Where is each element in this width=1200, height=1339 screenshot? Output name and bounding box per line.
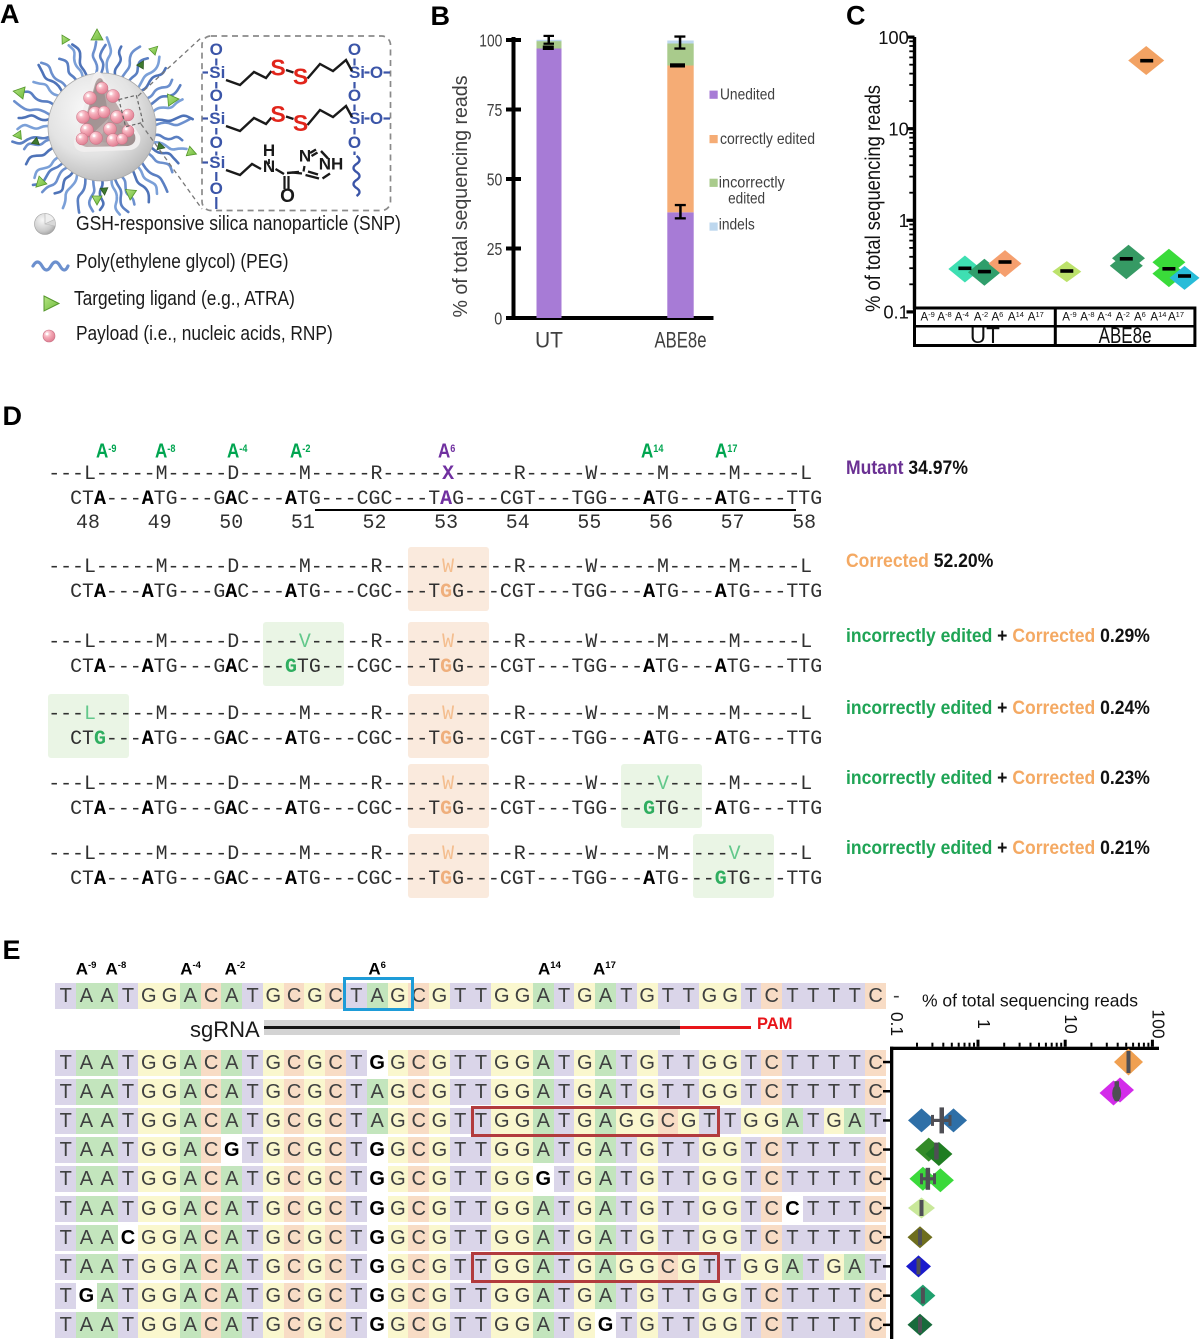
svg-text:O: O (280, 186, 295, 207)
svg-text:100: 100 (479, 31, 502, 51)
svg-text:S: S (293, 110, 308, 136)
svg-text:ABE8e: ABE8e (655, 328, 707, 353)
svg-text:C: C (846, 1, 866, 31)
svg-text:Si: Si (209, 109, 225, 128)
svg-text:O: O (348, 86, 361, 105)
svg-text:10: 10 (1061, 1014, 1081, 1034)
svg-text:A-9: A-9 (1062, 310, 1076, 324)
svg-text:A14: A14 (1150, 310, 1166, 324)
svg-text:Si: Si (349, 109, 365, 128)
svg-text:0: 0 (494, 309, 502, 329)
svg-text:100: 100 (878, 27, 909, 48)
svg-text:N: N (263, 157, 275, 176)
svg-text:A17: A17 (1168, 310, 1184, 324)
svg-text:50: 50 (487, 170, 503, 190)
svg-text:A-9: A-9 (921, 310, 935, 324)
svg-text:A-2: A-2 (1116, 310, 1130, 324)
svg-text:edited: edited (728, 191, 765, 208)
svg-text:S: S (270, 55, 285, 81)
svg-text:ABE8e: ABE8e (1099, 323, 1152, 348)
svg-text:O: O (210, 133, 223, 152)
svg-text:H: H (263, 141, 275, 160)
svg-text:A6: A6 (1134, 310, 1146, 324)
svg-text:75: 75 (487, 100, 503, 120)
svg-text:incorrectly: incorrectly (719, 175, 785, 192)
svg-text:0.1: 0.1 (883, 302, 909, 323)
svg-text:Si: Si (209, 63, 225, 82)
svg-text:A-8: A-8 (1080, 310, 1094, 324)
svg-text:1: 1 (899, 210, 909, 231)
svg-text:A14: A14 (1008, 310, 1024, 324)
svg-text:B: B (431, 1, 451, 31)
svg-text:O: O (210, 179, 223, 198)
svg-text:UT: UT (535, 328, 563, 353)
svg-text:correctly edited: correctly edited (720, 131, 815, 148)
svg-text:Unedited: Unedited (720, 86, 775, 103)
svg-text:A17: A17 (1028, 310, 1044, 324)
svg-text:N: N (299, 147, 311, 166)
svg-text:O: O (370, 109, 383, 128)
svg-text:S: S (293, 64, 308, 90)
svg-text:% of total sequencing reads: % of total sequencing reads (862, 85, 885, 312)
svg-text:A-4: A-4 (955, 310, 969, 324)
svg-text:A-2: A-2 (974, 310, 988, 324)
svg-text:O: O (370, 63, 383, 82)
svg-text:Si: Si (349, 63, 365, 82)
svg-text:10: 10 (888, 119, 908, 140)
svg-text:Si: Si (209, 153, 225, 172)
svg-text:25: 25 (487, 239, 503, 259)
svg-text:O: O (210, 40, 223, 59)
svg-text:% of total sequencing reads: % of total sequencing reads (922, 991, 1138, 1011)
svg-text:A-4: A-4 (1097, 310, 1111, 324)
svg-text:A6: A6 (992, 310, 1004, 324)
svg-text:UT: UT (970, 323, 1000, 348)
svg-text:A-8: A-8 (937, 310, 951, 324)
svg-text:S: S (270, 101, 285, 127)
svg-text:100: 100 (1148, 1009, 1168, 1038)
svg-text:1: 1 (974, 1019, 994, 1029)
svg-text:O: O (348, 133, 361, 152)
svg-text:% of total sequencing reads: % of total sequencing reads (450, 76, 472, 318)
svg-text:NH: NH (319, 155, 344, 174)
svg-text:O: O (348, 40, 361, 59)
svg-text:indels: indels (719, 216, 755, 233)
svg-text:O: O (210, 86, 223, 105)
svg-text:0.1: 0.1 (887, 1012, 907, 1036)
